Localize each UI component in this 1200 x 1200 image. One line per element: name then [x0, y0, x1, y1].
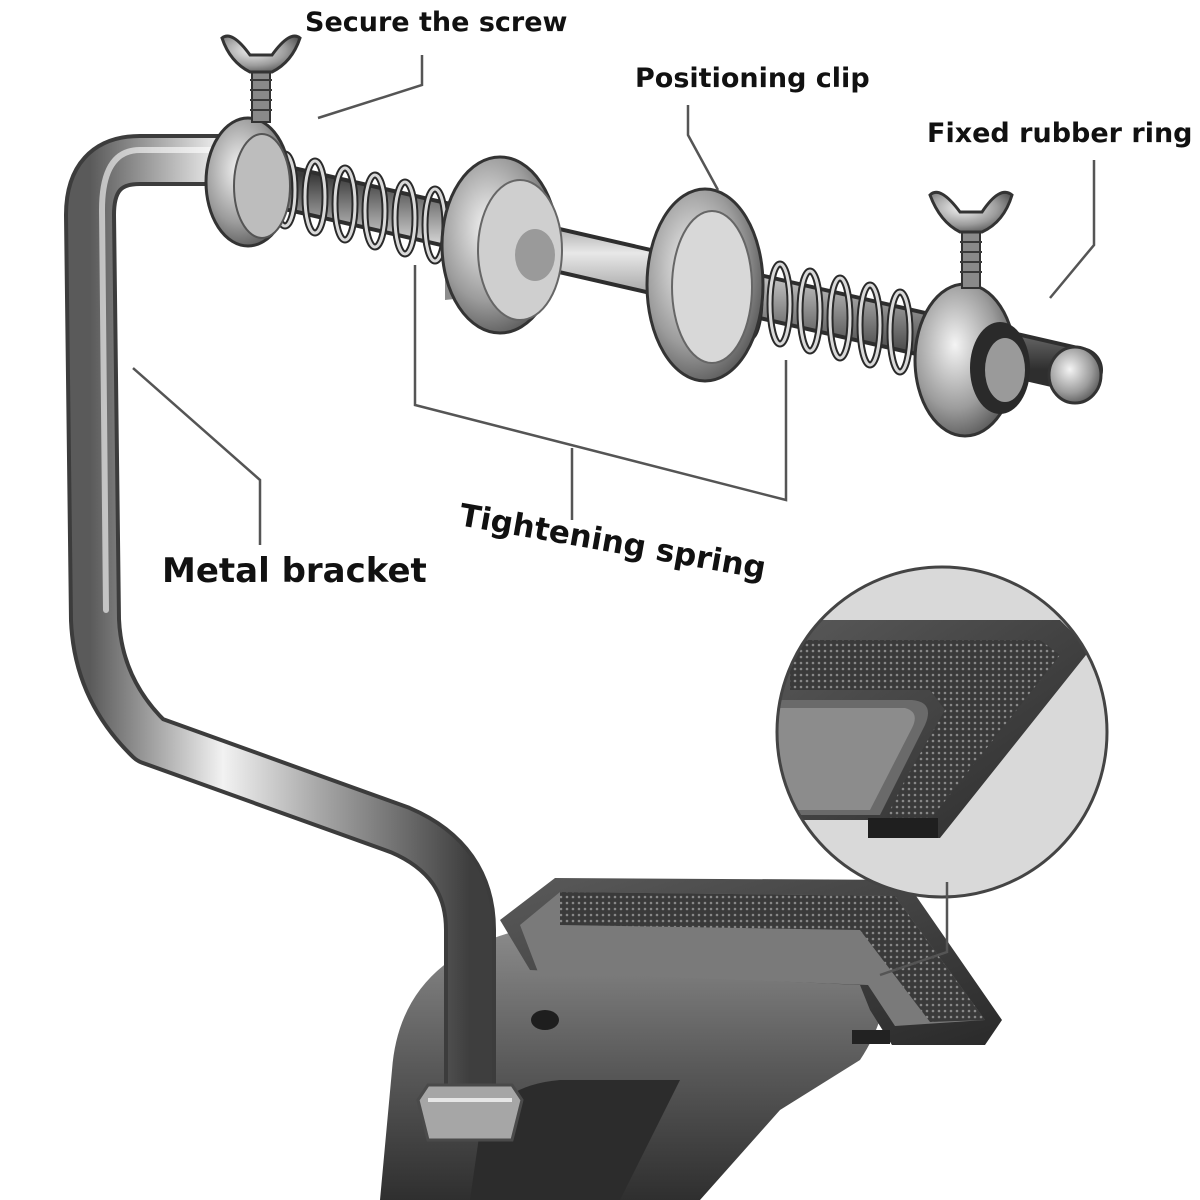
label-positioning-clip: Positioning clip — [635, 63, 870, 94]
positioning-disc — [645, 187, 765, 383]
clamp-grip — [470, 1080, 680, 1200]
metal-bracket — [64, 134, 524, 1142]
clamp-hole — [531, 1010, 559, 1030]
positioning-cone — [440, 155, 563, 335]
bench-plate — [500, 878, 1002, 1045]
right-wing-screw-icon — [928, 190, 1014, 289]
plate-texture — [560, 892, 985, 1022]
leader-metal-bracket — [132, 367, 262, 545]
label-fixed-rubber-ring: Fixed rubber ring — [927, 118, 1193, 149]
hex-nut — [416, 1083, 524, 1142]
right-collar — [913, 282, 1030, 438]
leader-secure-screw — [317, 55, 424, 120]
rod-tip — [1047, 345, 1103, 405]
left-collar — [204, 116, 292, 248]
leader-positioning-clip — [686, 105, 720, 191]
label-tightening-spring: Tightening spring — [457, 497, 769, 586]
left-wing-screw-icon — [220, 34, 302, 123]
label-secure-screw: Secure the screw — [305, 7, 568, 38]
leader-tightening-spring — [413, 265, 788, 502]
spool-rod — [204, 34, 1103, 438]
detail-zoom-circle — [775, 565, 1109, 899]
label-metal-bracket: Metal bracket — [162, 551, 427, 591]
plate-edge — [852, 1030, 890, 1044]
leader-lines — [132, 55, 1096, 977]
leader-zoom-circle — [879, 882, 949, 977]
leader-fixed-rubber-ring — [1049, 160, 1096, 299]
